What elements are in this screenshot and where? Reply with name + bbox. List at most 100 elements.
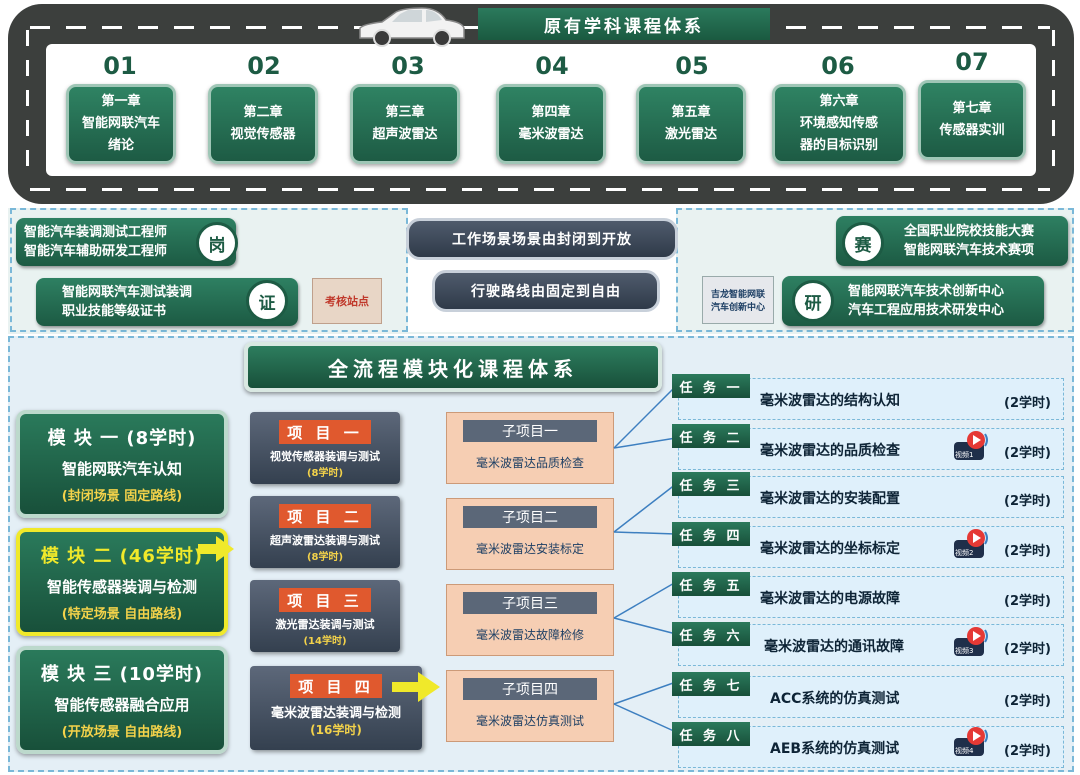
chapter-line: 绪论	[108, 135, 134, 157]
plaque-line: 吉龙智能网联	[703, 289, 773, 302]
car-icon	[352, 4, 470, 48]
task-name: 毫米波雷达的结构认知	[760, 390, 900, 410]
project-head: 项 目 一	[279, 420, 371, 444]
chapter-card-5[interactable]: 第五章 激光雷达	[636, 84, 746, 164]
chapter-line: 超声波雷达	[372, 124, 437, 146]
task-hours: (2学时)	[1004, 740, 1051, 759]
sai-badge: 赛	[842, 222, 884, 264]
chapter-number: 04	[502, 52, 602, 80]
chapter-line: 第三章	[385, 102, 424, 124]
project-head: 项 目 二	[279, 504, 371, 528]
module-title: 模 块 一 (8学时)	[20, 424, 224, 450]
subproject-3-card[interactable]: 子项目三 毫米波雷达故障检修	[446, 584, 614, 656]
gang-badge: 岗	[196, 222, 238, 264]
chapter-card-4[interactable]: 第四章 毫米波雷达	[496, 84, 606, 164]
task-tag: 任 务 一	[672, 374, 750, 398]
chapter-line: 第六章	[819, 91, 858, 113]
chapter-line: 器的目标识别	[800, 135, 878, 157]
video-label: 视频2	[955, 548, 973, 558]
project-hours: (16学时)	[250, 721, 422, 738]
subproject-desc: 毫米波雷达安装标定	[447, 540, 613, 557]
chapter-line: 第二章	[243, 102, 282, 124]
module-title: 模 块 二 (46学时)	[20, 542, 224, 568]
project-head: 项 目 三	[279, 588, 371, 612]
chapter-card-6[interactable]: 第六章 环境感知传感 器的目标识别	[772, 84, 906, 164]
modular-curriculum-title: 全流程模块化课程体系	[244, 342, 662, 392]
chapter-line: 第五章	[671, 102, 710, 124]
subproject-head: 子项目四	[463, 678, 597, 700]
project-desc: 激光雷达装调与测试	[250, 616, 400, 632]
chapter-line: 视觉传感器	[230, 124, 295, 146]
chapter-line: 智能网联汽车	[82, 113, 160, 135]
task-hours: (2学时)	[1004, 590, 1051, 609]
chapter-number: 05	[642, 52, 742, 80]
project-head: 项 目 四	[290, 674, 382, 698]
module-name: 智能传感器融合应用	[20, 694, 224, 715]
chapter-line: 传感器实训	[939, 120, 1004, 142]
module-scene: (开放场景 自由路线)	[20, 721, 224, 740]
exam-site-plaque: 考核站点	[312, 278, 382, 324]
video-play-icon[interactable]: 视频3	[952, 626, 990, 658]
module-1-card[interactable]: 模 块 一 (8学时) 智能网联汽车认知 (封闭场景 固定路线)	[16, 410, 228, 518]
chapter-number: 02	[214, 52, 314, 80]
project-desc: 超声波雷达装调与测试	[250, 532, 400, 548]
chapter-card-2[interactable]: 第二章 视觉传感器	[208, 84, 318, 164]
original-curriculum-title: 原有学科课程体系	[478, 8, 770, 40]
task-tag: 任 务 七	[672, 672, 750, 696]
zheng-badge: 证	[246, 280, 288, 322]
task-tag: 任 务 四	[672, 522, 750, 546]
module-2-card[interactable]: 模 块 二 (46学时) 智能传感器装调与检测 (特定场景 自由路线)	[16, 528, 228, 636]
arrow-right-icon	[198, 536, 234, 562]
video-label: 视频4	[955, 746, 973, 756]
project-hours: (8学时)	[250, 464, 400, 479]
subproject-1-card[interactable]: 子项目一 毫米波雷达品质检查	[446, 412, 614, 484]
project-hours: (8学时)	[250, 548, 400, 563]
chapter-line: 第七章	[952, 98, 991, 120]
chapter-line: 第四章	[531, 102, 570, 124]
video-play-icon[interactable]: 视频4	[952, 726, 990, 758]
project-desc: 视觉传感器装调与测试	[250, 448, 400, 464]
competition-line: 全国职业院校技能大赛	[904, 222, 1068, 241]
video-play-icon[interactable]: 视频2	[952, 528, 990, 560]
task-tag: 任 务 二	[672, 424, 750, 448]
subproject-head: 子项目三	[463, 592, 597, 614]
task-name: ACC系统的仿真测试	[770, 688, 899, 708]
video-play-icon[interactable]: 视频1	[952, 430, 990, 462]
task-tag: 任 务 三	[672, 472, 750, 496]
innovation-center-plaque: 吉龙智能网联 汽车创新中心	[702, 276, 774, 324]
scene-change-pill: 工作场景场景由封闭到开放	[406, 218, 678, 260]
subproject-4-card[interactable]: 子项目四 毫米波雷达仿真测试	[446, 670, 614, 742]
subproject-2-card[interactable]: 子项目二 毫米波雷达安装标定	[446, 498, 614, 570]
project-hours: (14学时)	[250, 632, 400, 647]
plaque-line: 汽车创新中心	[703, 302, 773, 315]
chapter-card-1[interactable]: 第一章 智能网联汽车 绪论	[66, 84, 176, 164]
task-hours: (2学时)	[1004, 490, 1051, 509]
task-name: 毫米波雷达的品质检查	[760, 440, 900, 460]
project-1-card[interactable]: 项 目 一 视觉传感器装调与测试 (8学时)	[250, 412, 400, 484]
project-3-card[interactable]: 项 目 三 激光雷达装调与测试 (14学时)	[250, 580, 400, 652]
video-label: 视频3	[955, 646, 973, 656]
module-3-card[interactable]: 模 块 三 (10学时) 智能传感器融合应用 (开放场景 自由路线)	[16, 646, 228, 754]
task-hours: (2学时)	[1004, 392, 1051, 411]
yan-badge: 研	[792, 280, 834, 322]
research-line: 汽车工程应用技术研发中心	[848, 301, 1044, 320]
task-name: AEB系统的仿真测试	[770, 738, 899, 758]
research-line: 智能网联汽车技术创新中心	[848, 282, 1044, 301]
road-dash-bottom	[30, 188, 1050, 191]
task-hours: (2学时)	[1004, 442, 1051, 461]
module-title: 模 块 三 (10学时)	[20, 660, 224, 686]
route-change-pill: 行驶路线由固定到自由	[432, 270, 660, 312]
subproject-desc: 毫米波雷达仿真测试	[447, 712, 613, 729]
road-dash-left	[26, 30, 29, 180]
chapter-card-7[interactable]: 第七章 传感器实训	[918, 80, 1026, 160]
road-dash-right	[1052, 30, 1055, 180]
task-name: 毫米波雷达的电源故障	[760, 588, 900, 608]
task-hours: (2学时)	[1004, 638, 1051, 657]
chapter-line: 环境感知传感	[800, 113, 878, 135]
module-scene: (特定场景 自由路线)	[20, 603, 224, 622]
chapter-card-3[interactable]: 第三章 超声波雷达	[350, 84, 460, 164]
chapter-number: 03	[358, 52, 458, 80]
chapter-number: 01	[70, 52, 170, 80]
project-2-card[interactable]: 项 目 二 超声波雷达装调与测试 (8学时)	[250, 496, 400, 568]
chapter-line: 毫米波雷达	[518, 124, 583, 146]
